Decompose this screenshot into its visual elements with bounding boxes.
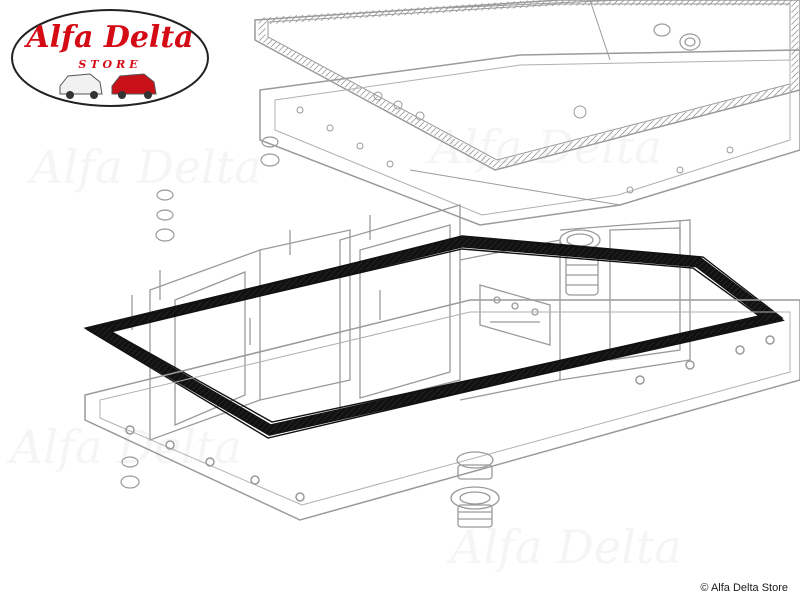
upper-oil-pan xyxy=(259,49,800,226)
fastener-stack-right xyxy=(653,23,701,51)
oil-pan-gasket[interactable] xyxy=(83,235,785,439)
fastener-stack-left xyxy=(120,136,280,489)
car-icons xyxy=(59,73,157,99)
drain-plug xyxy=(450,451,500,528)
logo-badge xyxy=(11,9,209,107)
brand-subtitle: STORE xyxy=(78,58,142,71)
lower-oil-pan xyxy=(84,299,800,521)
upper-gasket xyxy=(254,0,800,171)
copyright-text: © Alfa Delta Store xyxy=(700,582,788,594)
brand-title: Alfa Delta xyxy=(26,20,194,55)
brand-logo: Alfa Delta STORE xyxy=(10,6,210,116)
